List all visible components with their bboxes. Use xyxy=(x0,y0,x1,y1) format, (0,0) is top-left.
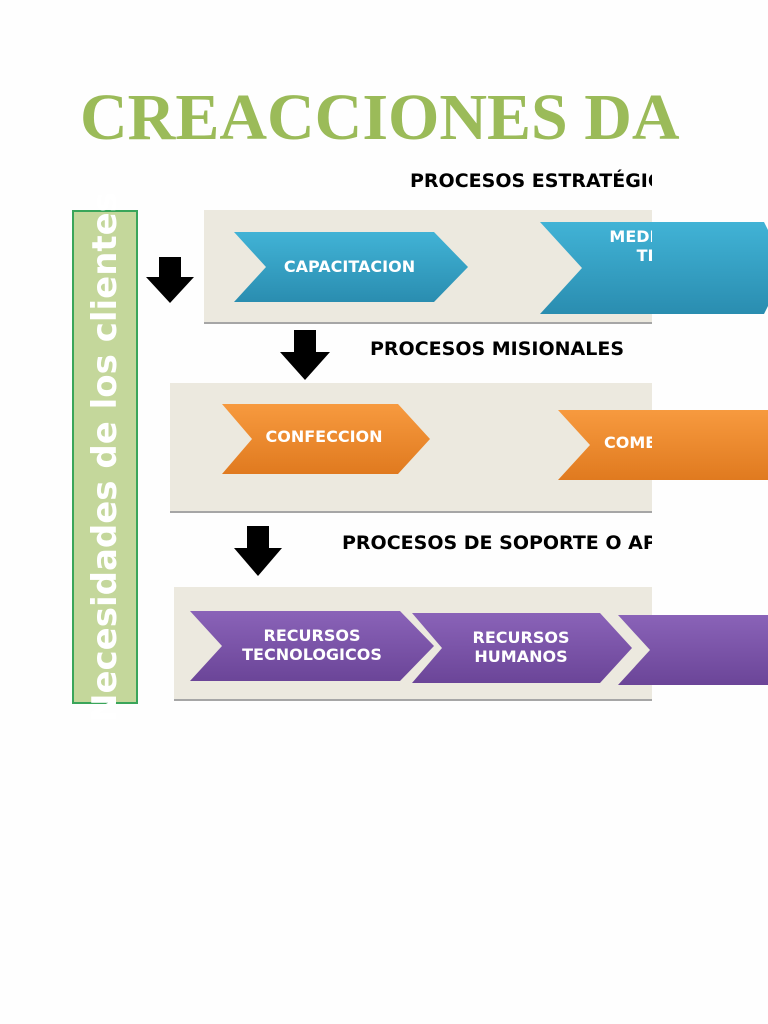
support-heading: PROCESOS DE SOPORTE O APOYO xyxy=(342,532,652,554)
chevron-capacitacion[interactable] xyxy=(234,232,470,302)
chevron-support-3[interactable] xyxy=(618,615,652,685)
comercial-label: COMERCIAL xyxy=(604,433,652,453)
process-map: Necesidades de los clientes PROCESOS EST… xyxy=(72,170,652,722)
down-arrow-icon xyxy=(234,526,282,576)
down-arrow-icon xyxy=(146,257,194,303)
recursos-humanos-label: RECURSOS HUMANOS xyxy=(472,627,570,666)
clients-needs-panel: Necesidades de los clientes xyxy=(72,192,138,722)
chevron-medios-overflow[interactable] xyxy=(652,222,768,314)
chevron-recursos-humanos[interactable] xyxy=(412,613,634,683)
clients-needs-label: Necesidades de los clientes xyxy=(85,192,125,722)
chevron-comercial[interactable] xyxy=(558,410,652,480)
chevron-confeccion[interactable] xyxy=(222,404,432,474)
confeccion-label: CONFECCION xyxy=(265,427,383,447)
missional-heading: PROCESOS MISIONALES xyxy=(370,338,625,360)
chevron-recursos-tecnologicos[interactable] xyxy=(190,611,436,681)
chevron-medios[interactable] xyxy=(540,222,652,314)
chevron-comercial-overflow[interactable] xyxy=(652,410,768,480)
recursos-tecnologicos-label: RECURSOS TECNOLOGICOS xyxy=(242,625,382,664)
capacitacion-label: CAPACITACION xyxy=(283,257,416,277)
medios-label: MEDIOS TI xyxy=(609,226,652,265)
page-title: CREACCIONES DA xyxy=(80,81,680,154)
down-arrow-icon xyxy=(280,330,330,380)
chevron-support-3-overflow[interactable] xyxy=(652,615,768,685)
strategic-heading: PROCESOS ESTRATÉGICOS xyxy=(410,170,652,192)
